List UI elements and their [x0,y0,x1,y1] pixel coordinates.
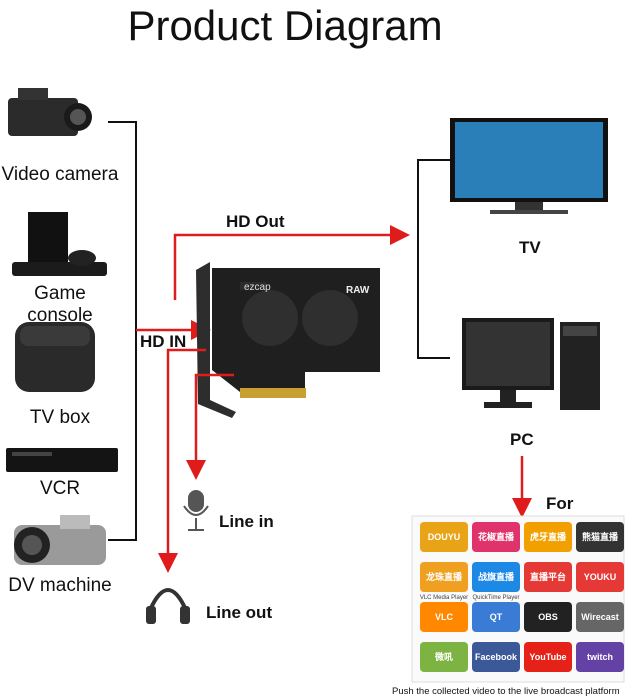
diagram-title: Product Diagram [127,2,443,49]
longzhu-logo: 龙珠直播 [420,562,468,592]
tv-label: TV [519,238,541,257]
youtube-logo: YouTube [524,642,572,672]
line-out-label: Line out [206,603,273,622]
source-label-tv-box: TV box [29,407,91,428]
wirecast-logo: Wirecast [576,602,624,632]
pc-label: PC [510,430,534,449]
live-logo: 直播平台 [524,562,572,592]
card-brand: ezcap [244,282,271,293]
pc-icon [462,318,600,410]
game-console-icon [12,212,107,276]
source-label-video-camera: Video camera [1,164,119,185]
tv-icon [450,118,608,214]
headphones-icon [146,588,190,624]
vcr-icon [6,448,118,472]
video-camera-icon [8,88,92,136]
tv-box-icon [15,322,95,392]
huajiao-logo: 花椒直播 [472,522,520,552]
dv-camcorder-icon [14,515,106,565]
source-label-vcr: VCR [39,478,81,499]
source-label-game-console: Game console [27,283,93,326]
obs-logo: OBS [524,602,572,632]
hd-in-label: HD IN [140,332,187,351]
microphone-icon [183,490,209,531]
vhall-logo: 微吼 [420,642,468,672]
twitch-logo: twitch [576,642,624,672]
facebook-logo: Facebook [472,642,520,672]
footer-caption: Push the collected video to the live bro… [392,686,620,697]
card-model: RAW [346,285,370,296]
platform-caption: VLC Media Player [419,595,469,601]
line-in-label: Line in [219,512,274,531]
huya-logo: 虎牙直播 [524,522,572,552]
zhanqi-logo: 战旗直播 [472,562,520,592]
douyu-logo: DOUYU [420,522,468,552]
quicktime-logo: QT [472,602,520,632]
for-label: For [546,494,574,513]
platform-caption: QuickTime Player [472,595,520,601]
source-label-dv-machine: DV machine [8,575,112,596]
capture-card-icon [196,262,380,418]
vlc-logo: VLC [420,602,468,632]
youku-logo: YOUKU [576,562,624,592]
panda-logo: 熊猫直播 [576,522,624,552]
hd-out-label: HD Out [226,212,285,231]
